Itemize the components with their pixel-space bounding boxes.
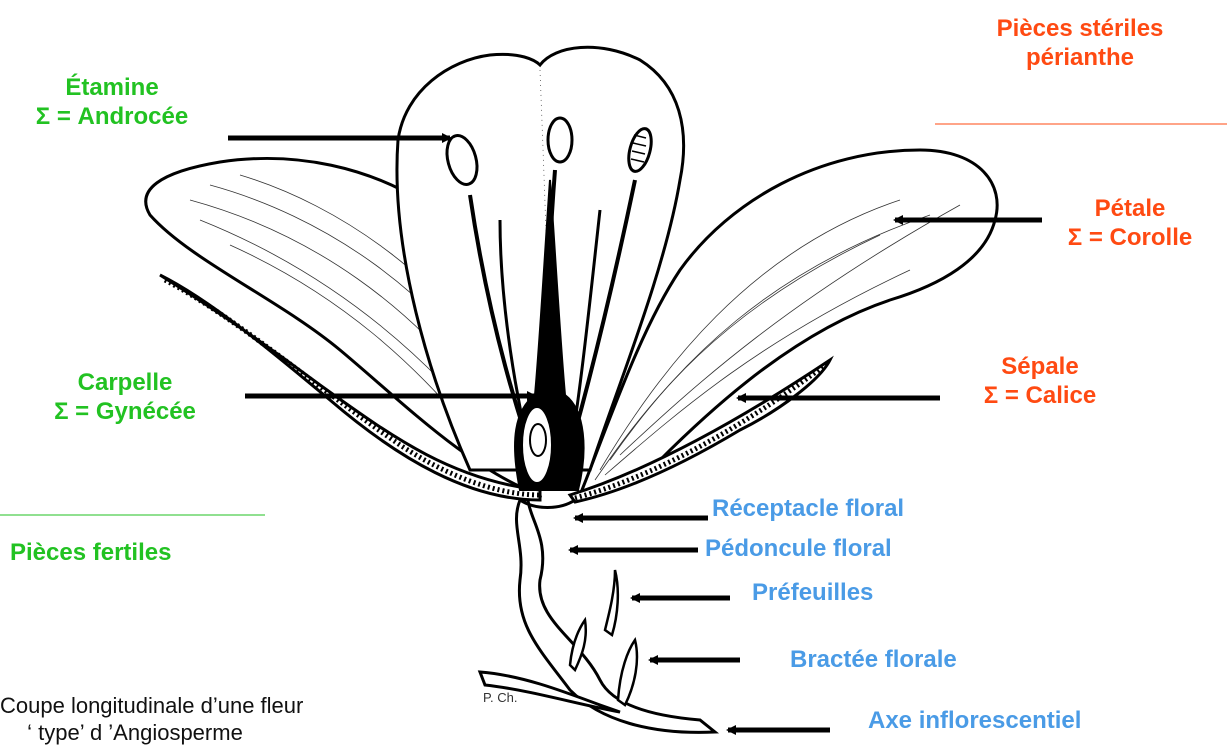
petale-sum: Σ = Corolle: [1040, 223, 1220, 252]
label-etamine: Étamine Σ = Androcée: [12, 73, 212, 131]
label-petale: Pétale Σ = Corolle: [1040, 194, 1220, 252]
carpelle-title: Carpelle: [20, 368, 230, 397]
etamine-title: Étamine: [12, 73, 212, 102]
label-sepale: Sépale Σ = Calice: [955, 352, 1125, 410]
caption-line1: Coupe longitudinale d’une fleur: [0, 692, 270, 719]
label-bractee: Bractée florale: [790, 645, 957, 674]
steriles-title: Pièces stériles: [945, 14, 1215, 43]
signature: P. Ch.: [483, 690, 517, 705]
label-pedoncule: Pédoncule floral: [705, 534, 892, 563]
etamine-sum: Σ = Androcée: [12, 102, 212, 131]
label-pieces-fertiles: Pièces fertiles: [10, 538, 171, 567]
sepale-title: Sépale: [955, 352, 1125, 381]
label-receptacle: Réceptacle floral: [712, 494, 904, 523]
sepale-sum: Σ = Calice: [955, 381, 1125, 410]
caption-line2: ‘ type’ d ’Angiosperme: [0, 719, 270, 746]
label-prefeuilles: Préfeuilles: [752, 578, 873, 607]
petale-title: Pétale: [1040, 194, 1220, 223]
steriles-sub: périanthe: [945, 43, 1215, 72]
label-axe: Axe inflorescentiel: [868, 706, 1081, 735]
carpelle-sum: Σ = Gynécée: [20, 397, 230, 426]
label-carpelle: Carpelle Σ = Gynécée: [20, 368, 230, 426]
label-pieces-steriles: Pièces stériles périanthe: [945, 14, 1215, 72]
caption: Coupe longitudinale d’une fleur ‘ type’ …: [0, 692, 270, 746]
